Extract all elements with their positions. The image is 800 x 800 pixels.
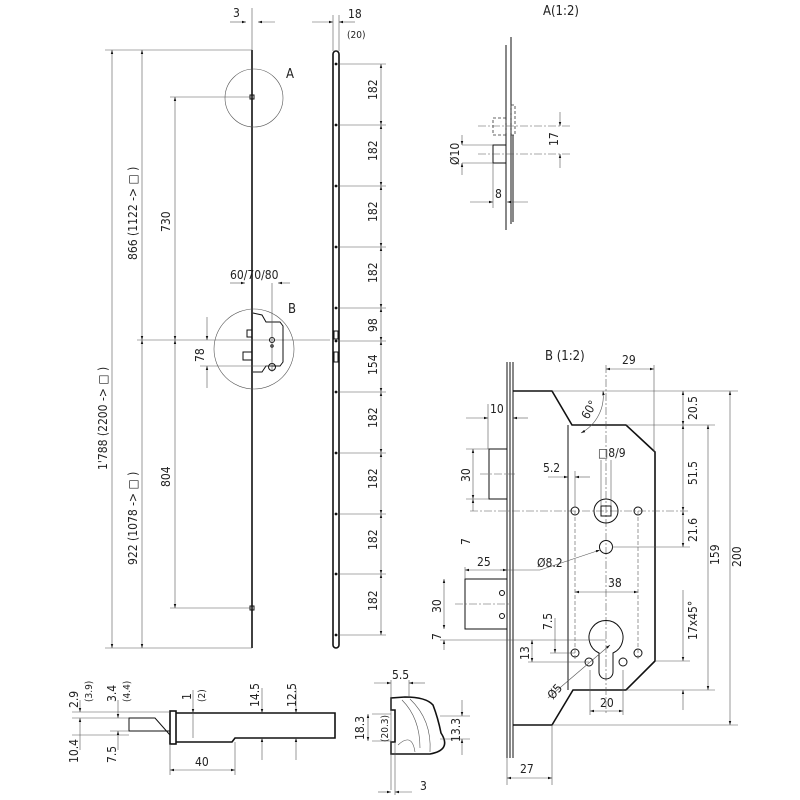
detail-a-view: A(1:2) 17 Ø10 8 — [448, 4, 579, 230]
strip-point — [334, 451, 338, 455]
bolt-flange — [169, 710, 177, 745]
dim-20-3: (20.3) — [380, 715, 391, 742]
strip-point — [334, 572, 338, 576]
dim-5-5: 5.5 — [392, 668, 409, 682]
dim-backset: 60/70/80 — [230, 268, 279, 282]
detail-a-title: A(1:2) — [543, 4, 579, 19]
dim-2-9: 2.9 — [67, 691, 81, 708]
cylinder-cutout — [588, 620, 624, 680]
dim-b-20: 20 — [600, 696, 614, 710]
strip-spacing: 182 — [366, 262, 380, 283]
dim-2: (2) — [197, 689, 208, 702]
detail-b-marker: B — [288, 302, 296, 317]
strip-point — [334, 390, 338, 394]
overview-view: 3 1'788 (2200 -> □ ) 866 (1122 -> □ ) 92… — [96, 6, 330, 649]
dim-b-27: 27 — [520, 762, 534, 776]
strip-spacing: 182 — [366, 407, 380, 428]
dim-40: 40 — [195, 755, 209, 769]
strip-spacing: 182 — [366, 529, 380, 550]
dim-rod-thickness: 3 — [233, 6, 240, 20]
dim-upper-lock-distance: 730 — [159, 211, 173, 232]
strip-spacing: 182 — [366, 79, 380, 100]
dim-strip-width: 18 — [348, 7, 362, 21]
dim-b-chamfer: 17x45° — [686, 601, 700, 640]
strip-spacing: 182 — [366, 140, 380, 161]
bolt-body — [176, 712, 336, 743]
dim-3-4: 3.4 — [105, 685, 119, 702]
strip-point — [334, 62, 338, 66]
dim-12-5: 12.5 — [285, 683, 299, 707]
strip-spacing: 98 — [366, 318, 380, 332]
dim-b-20-5: 20.5 — [686, 396, 700, 420]
dim-7-5: 7.5 — [105, 746, 119, 763]
dim-b-7-latch: 7 — [430, 633, 444, 640]
dim-b-7-deadbolt: 7 — [459, 538, 473, 545]
profile-section-view: 5.5 18.3 (20.3) 13.3 3 — [353, 668, 470, 795]
strip-profile — [390, 696, 446, 755]
dim-b-159: 159 — [708, 544, 722, 565]
dim-b-5-2: 5.2 — [543, 461, 560, 475]
dim-upper-length: 866 (1122 -> □ ) — [126, 167, 140, 260]
strip-point — [334, 339, 338, 343]
dim-b-hole-5: Ø5 — [545, 681, 566, 702]
detail-a-marker: A — [286, 67, 294, 82]
dim-lower-lock-distance: 804 — [159, 466, 173, 487]
dim-b-51-5: 51.5 — [686, 461, 700, 485]
dim-b-30-deadbolt: 30 — [459, 468, 473, 482]
lock-case — [513, 390, 656, 726]
dim-4-4: (4.4) — [122, 681, 133, 702]
deadbolt — [488, 448, 508, 500]
dim-handle-cylinder: 78 — [193, 348, 207, 362]
dim-b-25: 25 — [477, 555, 491, 569]
strip-spacing: 182 — [366, 590, 380, 611]
dim-b-21-6: 21.6 — [686, 518, 700, 542]
strip-spacing: 182 — [366, 468, 380, 489]
dim-13-3: 13.3 — [449, 718, 463, 742]
dim-total-length: 1'788 (2200 -> □ ) — [96, 367, 110, 470]
dim-3: 3 — [420, 779, 427, 793]
strip-view: 18 (20) 182 182 182 182 98 154 182 182 1… — [312, 7, 386, 649]
dim-b-200: 200 — [730, 546, 744, 567]
strip-spacing: 154 — [366, 354, 380, 375]
detail-b-view: B (1:2) 29 10 60° 20.5 — [430, 349, 744, 785]
dim-b-spindle: □8/9 — [598, 446, 626, 460]
dim-b-7-5: 7.5 — [541, 613, 555, 630]
lock-case-mini — [252, 312, 284, 373]
bolt-section-view: 2.9 (3.9) 3.4 (4.4) 10.4 7.5 1 (2) 14.5 … — [67, 681, 336, 775]
dim-a-diameter: Ø10 — [448, 143, 462, 165]
detail-b-circle — [213, 308, 295, 390]
dim-a-offset: 17 — [547, 132, 561, 146]
dim-b-29: 29 — [622, 353, 636, 367]
dim-3-9: (3.9) — [84, 681, 95, 702]
dim-14-5: 14.5 — [248, 683, 262, 707]
strip-point — [334, 184, 338, 188]
dim-18-3: 18.3 — [353, 716, 367, 740]
strip-point — [334, 245, 338, 249]
dim-10-4: 10.4 — [67, 739, 81, 763]
strip-point — [334, 512, 338, 516]
dim-strip-width-alt: (20) — [347, 30, 365, 41]
strip-point — [334, 306, 338, 310]
strip-spacing: 182 — [366, 201, 380, 222]
strip-point — [334, 633, 338, 637]
lock-strip — [332, 50, 340, 649]
spindle-hole — [593, 498, 619, 524]
dim-b-13: 13 — [518, 646, 532, 660]
dim-b-10: 10 — [490, 402, 504, 416]
detail-b-title: B (1:2) — [545, 349, 585, 364]
dim-lower-length: 922 (1078 -> □ ) — [126, 472, 140, 565]
strip-point — [334, 123, 338, 127]
dim-a-depth: 8 — [495, 187, 502, 201]
dim-b-hole-8-2: Ø8.2 — [537, 556, 563, 570]
dim-b-38: 38 — [608, 576, 622, 590]
dim-b-30-latch: 30 — [430, 599, 444, 613]
detail-a-circle — [224, 68, 284, 128]
dim-1: 1 — [180, 693, 194, 700]
